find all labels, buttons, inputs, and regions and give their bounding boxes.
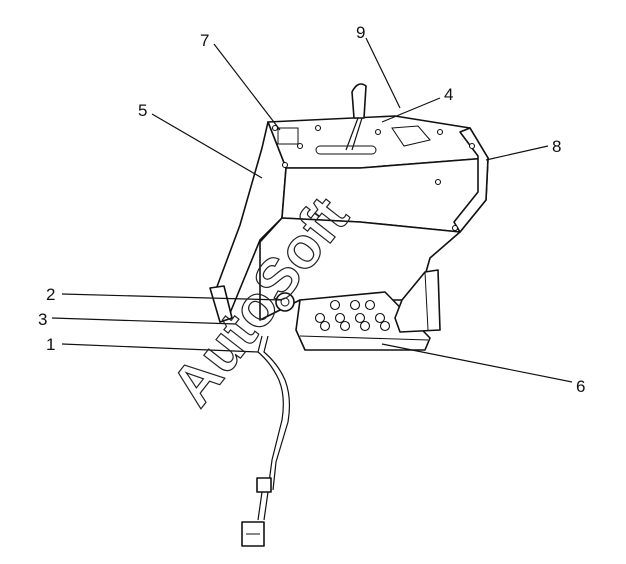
switch-cutout	[391, 125, 431, 147]
right-bracket	[394, 269, 441, 333]
callout-3: 3	[38, 310, 47, 329]
callout-9: 9	[356, 23, 365, 42]
lever-slot	[315, 145, 377, 155]
grommet	[275, 292, 295, 312]
top-cutout	[277, 127, 299, 145]
right-side-frame	[453, 127, 489, 233]
callout-2: 2	[46, 285, 55, 304]
cable-assembly	[241, 335, 291, 547]
gear-lever	[345, 83, 367, 151]
left-foot	[209, 285, 233, 323]
mounting-plate	[295, 291, 431, 351]
leader-lines	[51, 37, 573, 383]
callout-4: 4	[444, 85, 453, 104]
callout-7: 7	[200, 31, 209, 50]
callout-8: 8	[552, 137, 561, 156]
callout-5: 5	[138, 101, 147, 120]
callout-6: 6	[576, 377, 585, 396]
callout-1: 1	[46, 335, 55, 354]
